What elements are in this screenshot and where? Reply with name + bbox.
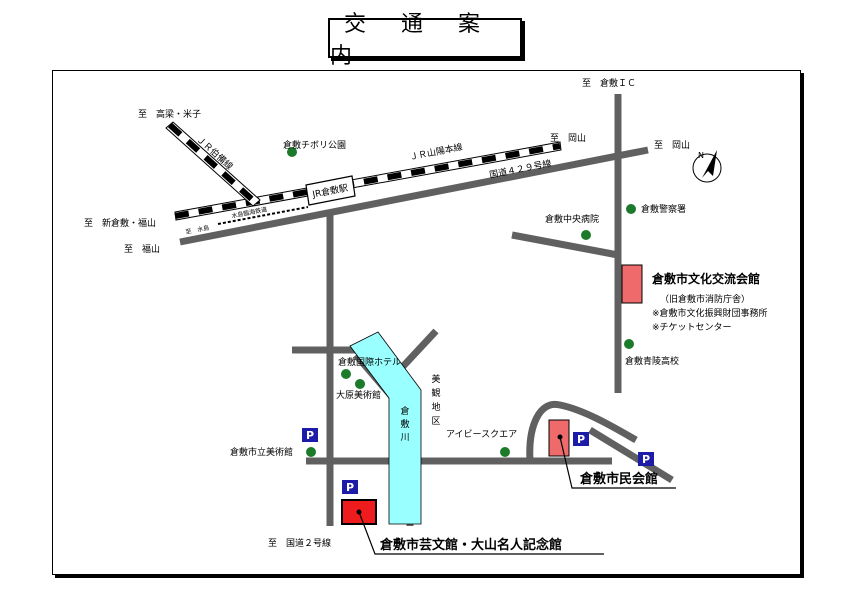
southeast-road [588,427,674,483]
svg-text:川: 川 [400,433,409,443]
minkaikan-loop [526,400,638,462]
svg-text:敷: 敷 [400,418,409,430]
jr-hakubi-railway [165,121,261,207]
police-dot [626,204,636,214]
dir-kurashiki-ic: 至 倉敷ＩＣ [582,77,636,89]
svg-text:観: 観 [431,387,440,399]
parking-sign-minkaikan: P [573,432,589,446]
hospital-dot [581,230,591,240]
intl-hotel-dot [341,369,351,379]
dir-okayama-rail: 至 岡山 [550,133,586,144]
tivoli-dot [287,147,297,157]
bunka-sub1-label: （旧倉敷市消防庁舎） [660,293,750,305]
seiryo-dot [624,339,634,349]
parking-sign-geibunkan: P [342,480,358,494]
svg-text:P: P [306,429,314,442]
bunka-main-label: 倉敷市文化交流会館 [651,271,760,286]
bunka-koryu-kaikan-building [621,264,643,304]
jr-kurashiki-station: JR倉敷駅 [305,175,356,206]
seiryo-label: 倉敷青陵高校 [625,355,679,367]
svg-text:地: 地 [431,401,440,413]
hospital-road [511,231,619,259]
route-429-road [179,146,649,246]
dir-route2: 至 国道２号線 [268,537,331,549]
minkaikan-label: 倉敷市民会館 [579,471,658,487]
svg-text:P: P [346,481,354,494]
ohara-dot [355,379,365,389]
kurashiki-river [349,331,422,525]
ivy-dot [500,447,510,457]
museum-dot [306,447,316,457]
ohara-label: 大原美術館 [336,389,381,401]
svg-text:P: P [642,453,650,466]
dir-shinkurashiki: 至 新倉敷・福山 [84,217,156,229]
tivoli-label: 倉敷チボリ公園 [283,139,346,151]
geibunkan-marker [356,509,362,515]
north-arrow-icon: N [692,150,722,183]
bunka-sub2-label: ※倉敷市文化振興財団事務所 [652,307,768,319]
minkaikan-callout [559,436,676,489]
hospital-label: 倉敷中央病院 [545,213,599,225]
bikan-label: 美 観 地 区 [431,373,440,427]
ivy-label: アイビースクエア [446,429,517,440]
parking-sign-southeast: P [638,452,654,466]
parking-sign-museum: P [302,428,318,442]
river-label: 倉 敷 川 [400,405,409,443]
museum-label: 倉敷市立美術館 [230,446,293,458]
geibunkan-callout [358,511,604,555]
map-frame [52,70,801,575]
bunka-sub3-label: ※チケットセンター [652,322,732,333]
dir-okayama-road: 至 岡山 [654,140,690,151]
geibunkan-label: 倉敷市芸文館・大山名人記念館 [379,537,562,553]
dir-fukuyama: 至 福山 [124,243,160,255]
jr-sanyo-railway [174,141,562,221]
svg-text:区: 区 [431,416,440,427]
intl-hotel-label: 倉敷国際ホテル [338,356,401,368]
svg-text:美: 美 [431,373,440,385]
svg-text:P: P [577,433,585,446]
svg-text:N: N [698,151,704,160]
landmark-dots [287,147,636,457]
dir-takahashi-yonago: 至 高梁・米子 [138,108,201,120]
police-label: 倉敷警察署 [641,203,686,215]
jr-sanyo-label: ＪＲ山陽本線 [408,141,463,163]
svg-text:倉: 倉 [400,405,409,417]
mizushima-railway [217,206,309,225]
